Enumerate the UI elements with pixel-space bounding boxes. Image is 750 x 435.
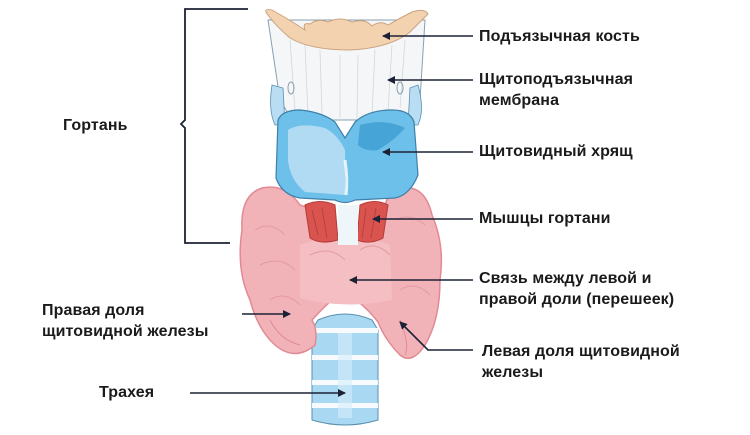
label-left-lobe: Левая доля щитовидной железы <box>482 343 680 381</box>
arrow-left-lobe <box>399 321 473 351</box>
label-isthmus: Связь между левой и правой доли (перешее… <box>479 270 675 308</box>
label-larynx: Гортань <box>63 117 128 134</box>
label-laryngeal-muscles: Мышцы гортани <box>479 210 611 227</box>
larynx-bracket <box>179 8 248 244</box>
label-thyroid-cartilage: Щитовидный хрящ <box>479 143 633 160</box>
laryngeal-muscles <box>304 201 389 245</box>
label-hyoid-bone: Подъязычная кость <box>479 28 640 45</box>
leader-lines <box>190 32 473 397</box>
label-thyrohyoid-membrane: Щитоподъязычная мембрана <box>479 71 634 109</box>
label-trachea: Трахея <box>99 384 155 401</box>
thyroid-cartilage <box>275 109 419 204</box>
trachea <box>311 313 379 426</box>
label-right-lobe: Правая доля щитовидной железы <box>42 302 209 340</box>
